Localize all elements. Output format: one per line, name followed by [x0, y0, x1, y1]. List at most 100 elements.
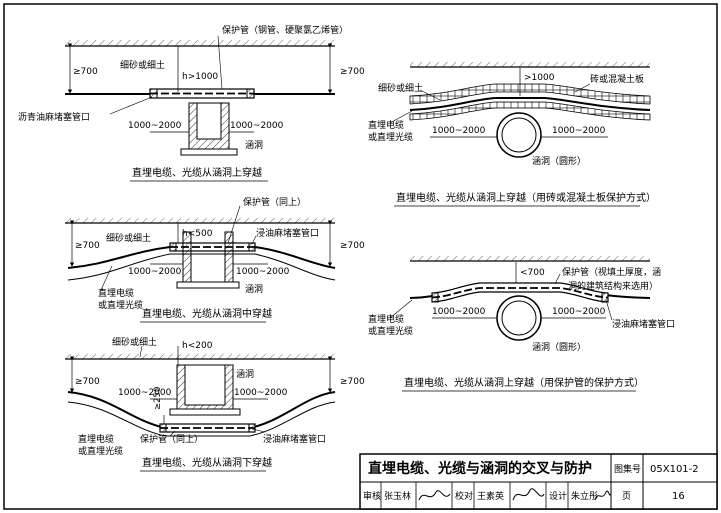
depth-right-label: ≥700: [340, 67, 365, 77]
designer-name: 朱立彤: [571, 490, 598, 502]
reviewer-signature: [418, 490, 451, 501]
brick-layer: [409, 83, 651, 105]
drawing-title: 直埋电缆、光缆与涵洞的交叉与防护: [368, 460, 592, 477]
plug-left: [431, 292, 439, 303]
culvert-label: 涵洞: [236, 369, 254, 380]
oil-hemp-label: 浸油麻堵塞管口: [263, 433, 326, 445]
plug-right: [601, 292, 609, 303]
culvert-opening: [196, 102, 222, 140]
cable-label-line2: 或直埋光缆: [78, 445, 123, 457]
leader-oil-hemp: [251, 235, 257, 245]
leader-sand: [139, 345, 143, 358]
culvert-opening: [184, 364, 226, 406]
round-culvert-inner: [501, 117, 537, 153]
caption: 直埋电缆、光缆从涵洞上穿越（用保护管的保护方式）: [404, 376, 644, 389]
culvert-round-label: 涵洞（圆形）: [532, 341, 586, 353]
caption: 直埋电缆、光缆从涵洞上穿越: [132, 166, 262, 179]
leader-cable: [389, 299, 413, 319]
sand-soil-label: 细砂或细土: [106, 232, 151, 244]
dist-left-label: 1000~2000: [128, 121, 182, 131]
ground-surface-hatch: [65, 354, 335, 359]
dist-left-label: 1000~2000: [128, 267, 182, 277]
sand-soil-label: 细砂或细土: [112, 336, 157, 348]
asphalt-plug-right: [246, 88, 255, 99]
caption: 直埋电缆、光缆从涵洞下穿越: [142, 456, 272, 469]
dist-right-label: 1000~2000: [230, 121, 284, 131]
oil-hemp-label: 浸油麻堵塞管口: [256, 227, 319, 239]
atlas-number: 05X101-2: [650, 464, 699, 475]
cable-label-line1: 直埋电缆: [368, 119, 404, 131]
leader-sand: [419, 89, 441, 101]
sand-soil-label: 细砂或细土: [120, 59, 165, 71]
plug-right: [248, 423, 256, 433]
h-label: h<500: [182, 229, 213, 239]
check-label: 校对: [455, 490, 473, 502]
diagram-pipe-protection: <700 保护管（视填土厚度，涵 洞的建筑结构来选用） 1000~2000 10…: [368, 256, 675, 392]
diagram-under-culvert: 细砂或细土 h<200 涵洞 ≥700 ≥700 ≥250 1000~2000 …: [65, 336, 365, 472]
leader-protect: [554, 273, 561, 285]
ground-surface-hatch: [65, 218, 335, 223]
h-label: h>1000: [182, 72, 218, 82]
design-label: 设计: [549, 490, 567, 502]
page-label: 页: [622, 491, 631, 502]
dist-left-label: 1000~2000: [432, 307, 486, 317]
caption: 直埋电缆、光缆从涵洞上穿越（用砖或混凝土板保护方式）: [396, 191, 656, 204]
leader-asphalt: [109, 96, 153, 115]
brick-slab-label: 砖或混凝土板: [590, 73, 644, 85]
dist-right-label: 1000~2000: [236, 267, 290, 277]
cable-line: [409, 97, 651, 111]
cable-label-line1: 直埋电缆: [368, 313, 404, 325]
culvert-base: [176, 281, 240, 289]
diagram-through-culvert: 保护管（同上） 细砂或细土 h<500 浸油麻堵塞管口 ≥700 ≥700 10…: [65, 196, 365, 323]
ground-surface-hatch: [410, 256, 650, 261]
designer-signature: [594, 490, 611, 501]
diagram-over-culvert: 保护管（钢管、硬聚氯乙烯管） 细砂或细土 ≥700 ≥700 h>1000 沥青…: [18, 24, 365, 182]
h-label: >1000: [524, 73, 555, 83]
caption: 直埋电缆、光缆从涵洞中穿越: [142, 307, 272, 320]
cable-label-line2: 或直埋光缆: [368, 325, 413, 337]
culvert-base: [180, 148, 238, 156]
leader-cable: [99, 265, 113, 293]
culvert-base: [169, 408, 241, 416]
depth-left-label: ≥700: [75, 241, 100, 251]
leader-protect: [169, 430, 176, 437]
cable-label-line1: 直埋电缆: [78, 433, 114, 445]
culvert-label: 涵洞: [245, 284, 263, 295]
protect-pipe-label: 保护管（钢管、硬聚氯乙烯管）: [222, 24, 348, 36]
dist-left-label: 1000~2000: [432, 126, 486, 136]
review-label: 审核: [363, 490, 381, 502]
leader-oil: [251, 428, 266, 433]
leader-brick: [574, 83, 591, 93]
depth-left-label: ≥700: [75, 377, 100, 387]
leader-oil: [605, 299, 613, 321]
cable-label-line1: 直埋电缆: [98, 287, 134, 299]
protect-pipe-center: [431, 287, 609, 299]
h-label: <700: [520, 268, 545, 278]
title-block: 直埋电缆、光缆与涵洞的交叉与防护 图集号 05X101-2 审核 张玉林 校对 …: [359, 453, 718, 510]
protect-label-line1: 保护管（视填土厚度，涵: [562, 266, 661, 278]
leader-protect-pipe: [217, 35, 223, 90]
culvert-wall-left: [182, 231, 192, 283]
leader-cable: [389, 110, 413, 124]
leader-protect: [227, 205, 241, 244]
oil-hemp-label: 浸油麻堵塞管口: [612, 318, 675, 330]
h-label: h<200: [182, 341, 213, 351]
asphalt-label: 沥青油麻堵塞管口: [18, 111, 90, 123]
diagram-brick-protection: >1000 细砂或细土 砖或混凝土板 直埋电缆 或直埋光缆 1000~2000 …: [368, 62, 656, 207]
dist-right-label: 1000~2000: [234, 388, 288, 398]
depth-right-label: ≥700: [340, 377, 365, 387]
cable-label-line2: 或直埋光缆: [98, 299, 143, 311]
dist-left-label: 1000~2000: [118, 388, 172, 398]
plug-left: [169, 242, 177, 252]
culvert-label: 涵洞: [245, 140, 263, 151]
checker-name: 王素英: [477, 490, 504, 502]
ground-surface-hatch: [65, 40, 335, 46]
protect-pipe-label: 保护管（同上）: [243, 196, 306, 208]
asphalt-plug-left: [149, 88, 158, 99]
depth-left-label: ≥700: [73, 67, 98, 77]
cable-label-line2: 或直埋光缆: [368, 131, 413, 143]
brick-layer-lower: [409, 101, 651, 121]
dist-right-label: 1000~2000: [552, 307, 606, 317]
sand-soil-label: 细砂或细土: [378, 82, 423, 94]
